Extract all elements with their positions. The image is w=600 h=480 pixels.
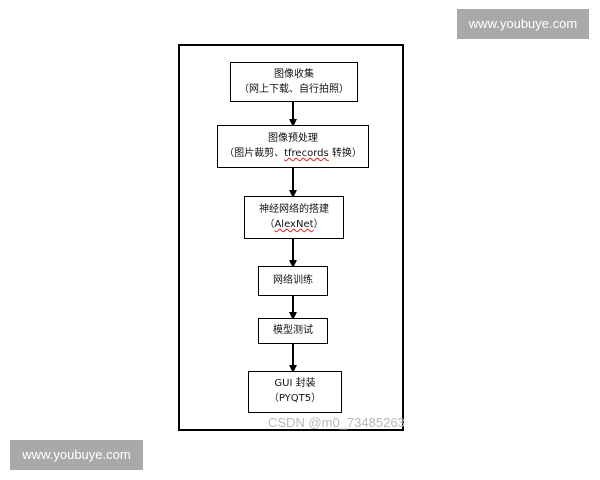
step-network-build: 神经网络的搭建 （AlexNet） xyxy=(244,196,344,239)
step-model-testing: 模型测试 xyxy=(258,318,328,344)
detail-prefix: （ xyxy=(264,219,275,230)
step-title: GUI 封装 xyxy=(274,378,316,389)
step-detail: （PYQT5） xyxy=(268,393,322,404)
step-image-collection: 图像收集 （网上下载、自行拍照） xyxy=(230,62,358,102)
watermark-bottom-left: www.youbuye.com xyxy=(10,440,143,470)
flowchart-frame xyxy=(178,44,404,431)
step-title: 神经网络的搭建 xyxy=(259,204,329,215)
step-title: 图像收集 xyxy=(274,69,314,80)
detail-suffix: 转换） xyxy=(328,148,362,159)
step-network-training: 网络训练 xyxy=(258,266,328,296)
step-title: 模型测试 xyxy=(273,325,313,336)
detail-prefix: （图片裁剪、 xyxy=(224,148,285,159)
step-image-preprocessing: 图像预处理 （图片裁剪、tfrecords 转换） xyxy=(217,125,369,168)
detail-mark: tfrecords xyxy=(284,148,329,159)
step-detail: （AlexNet） xyxy=(245,217,343,232)
csdn-watermark: CSDN @m0_73485263 xyxy=(268,415,405,430)
detail-suffix: ） xyxy=(313,219,324,230)
step-title: 图像预处理 xyxy=(268,133,318,144)
step-title: 网络训练 xyxy=(273,275,313,286)
detail-mark: AlexNet xyxy=(274,219,314,230)
step-detail: （网上下载、自行拍照） xyxy=(239,84,349,95)
watermark-top-right: www.youbuye.com xyxy=(457,9,589,39)
step-detail: （图片裁剪、tfrecords 转换） xyxy=(218,146,368,161)
step-gui-packaging: GUI 封装 （PYQT5） xyxy=(248,371,342,413)
